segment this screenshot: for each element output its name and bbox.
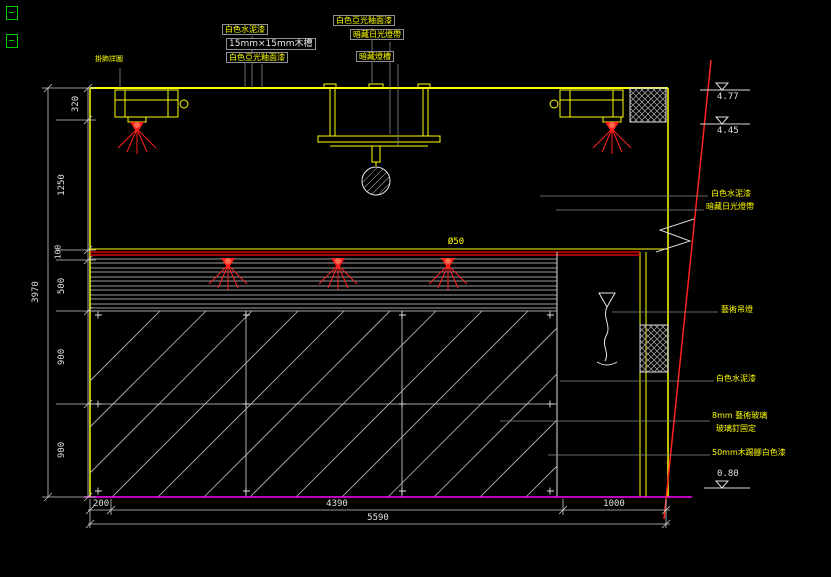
walls-and-ceiling	[89, 87, 669, 497]
downlight-icons	[117, 121, 632, 291]
dim-left-1: 1250	[56, 174, 67, 196]
dim-bottom-2: 1000	[603, 498, 625, 509]
annotation-fluorescent-band-right: 暗藏日光燈帶	[706, 202, 754, 211]
break-symbol	[655, 218, 695, 253]
slat-band	[90, 252, 558, 497]
viewport-marker-1	[6, 6, 18, 20]
annotation-glass-fixing: 玻璃釘固定	[716, 424, 756, 433]
wall-section-hatch	[639, 324, 669, 373]
downlight-icon	[592, 121, 632, 155]
annotation-hanger-detail: 掛飾詳圖	[95, 55, 123, 63]
dim-bottom-total: 5590	[367, 512, 389, 523]
right-ceiling-detail	[549, 89, 624, 123]
dim-bottom-0: 200	[92, 498, 110, 509]
pendant-bulb-hatch	[361, 166, 391, 196]
annotation-light-slot: 暗藏燈槽	[356, 51, 394, 63]
section-cut-line	[663, 59, 712, 520]
viewport-marker-2	[6, 34, 18, 48]
level-value-top: 4.77	[717, 92, 739, 102]
dimension-lines	[42, 83, 671, 529]
dim-left-3: 500	[56, 277, 67, 295]
floor-lamp-sketch	[596, 292, 618, 366]
annotation-art-lamp: 藝術吊燈	[721, 305, 753, 314]
annotation-cement-paint-right-1: 白色水泥漆	[711, 189, 751, 198]
downlight-icon	[117, 121, 157, 155]
annotation-matte-paint-1: 白色亞光釉面漆	[333, 15, 395, 27]
annotation-matte-paint-2: 白色亞光釉面漆	[226, 52, 288, 64]
left-ceiling-detail	[114, 89, 189, 123]
dim-left-2: 100	[53, 244, 63, 260]
level-value-mid: 4.45	[717, 126, 739, 136]
dim-bottom-1: 4390	[326, 498, 348, 509]
annotation-wood-groove: 15mm×15mm木槽	[226, 38, 316, 51]
dim-left-total: 3970	[30, 281, 41, 303]
ceiling-beam-section-hatch	[629, 87, 667, 123]
annotation-cement-paint-right-2: 白色水泥漆	[716, 374, 756, 383]
glass-hatch	[90, 311, 557, 497]
diameter-callout: Ø50	[447, 236, 465, 247]
dim-left-4: 900	[56, 348, 67, 366]
annotation-fluorescent-band-top: 暗藏日光燈帶	[350, 29, 404, 41]
level-value-bottom: 0.80	[717, 469, 739, 479]
dim-left-0: 320	[70, 95, 81, 113]
annotation-art-glass: 8mm 藝術玻璃	[712, 411, 768, 420]
glass-fixing-pins	[95, 311, 554, 495]
shelf-line	[90, 251, 640, 256]
leader-lines	[119, 28, 718, 456]
annotation-cement-paint-top: 白色水泥漆	[222, 24, 268, 36]
level-markers	[700, 82, 750, 489]
annotation-skirting: 50mm木踢腳白色漆	[712, 448, 786, 457]
pendant-light	[317, 83, 441, 166]
dim-left-5: 900	[56, 441, 67, 459]
